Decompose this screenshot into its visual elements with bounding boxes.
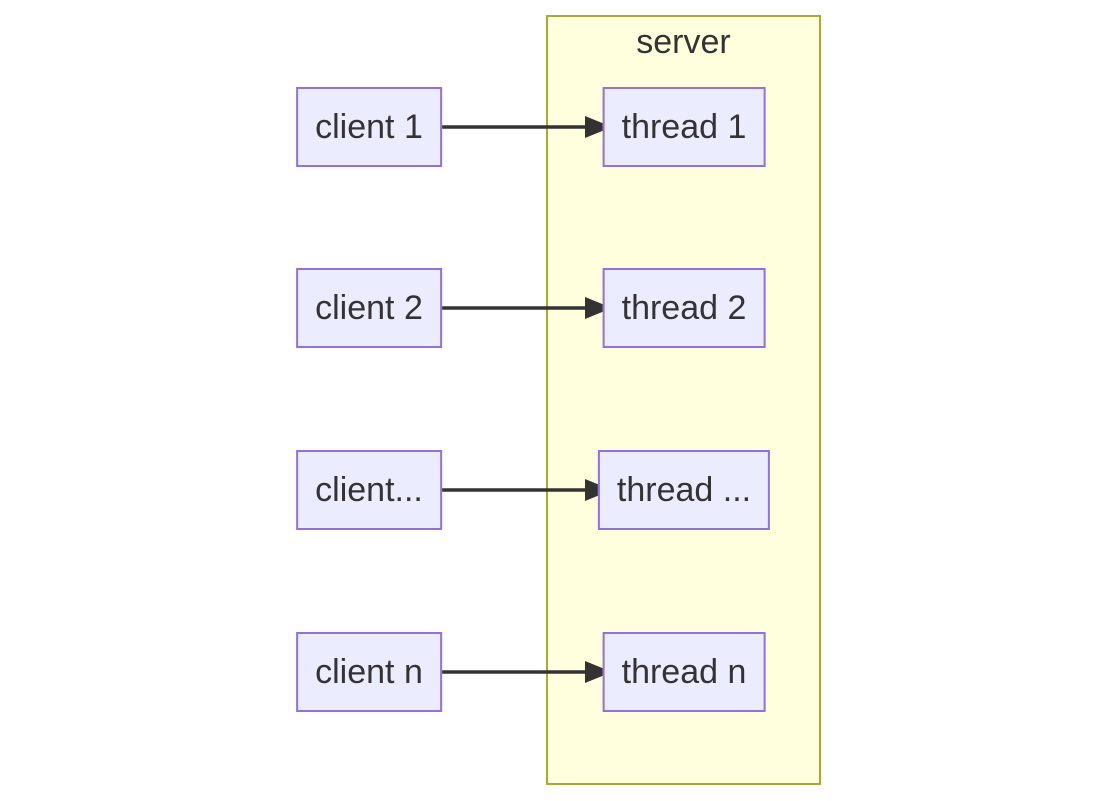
client-node-ellipsis: client... bbox=[296, 450, 442, 530]
server-label: server bbox=[636, 23, 731, 61]
client-node-2: client 2 bbox=[296, 268, 442, 348]
thread-node-2: thread 2 bbox=[602, 268, 766, 348]
thread-node-ellipsis: thread ... bbox=[597, 450, 771, 530]
thread-node-1: thread 1 bbox=[602, 87, 766, 167]
arrow-client1-to-thread1 bbox=[434, 116, 612, 138]
client-node-1: client 1 bbox=[296, 87, 442, 167]
client-node-n: client n bbox=[296, 632, 442, 712]
thread-node-n: thread n bbox=[602, 632, 766, 712]
arrow-clientn-to-threadn bbox=[434, 661, 612, 683]
arrow-client2-to-thread2 bbox=[434, 297, 612, 319]
arrow-client-ellipsis-to-thread-ellipsis bbox=[434, 479, 612, 501]
